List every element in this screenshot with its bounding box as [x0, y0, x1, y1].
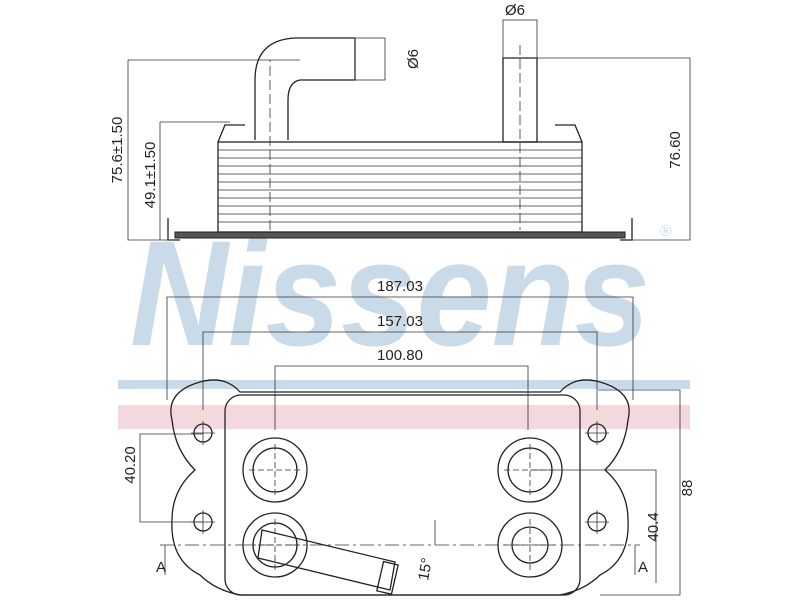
port-vertical: 40.4 [645, 512, 662, 541]
flange-outline [170, 379, 630, 596]
section-marker-left: A [156, 559, 166, 576]
watermark-registered: ® [660, 223, 672, 240]
side-view: Ø6 Ø6 75.6±1.50 49.1±1.50 76.60 [109, 2, 691, 241]
watermark-pink-stripe [118, 405, 690, 429]
overall-height-right: 76.60 [667, 131, 684, 169]
right-pipe-diameter: Ø6 [505, 2, 525, 19]
watermark-blue-stripe [118, 380, 690, 389]
outlet-pipe [257, 529, 396, 591]
cooler-core [217, 141, 583, 233]
left-pipe-diameter: Ø6 [405, 49, 422, 69]
mount-hole-spacing: 157.03 [377, 313, 423, 330]
section-marker-right: A [638, 559, 648, 576]
height-overall: 88 [679, 480, 696, 497]
core-height: 49.1±1.50 [142, 142, 159, 209]
width-overall: 187.03 [377, 278, 423, 295]
port-ring [242, 437, 308, 503]
base-plate [174, 231, 626, 239]
overall-height-left: 75.6±1.50 [109, 117, 126, 184]
mount-hole-vertical: 40.20 [122, 446, 139, 484]
pipe-angle: 15° [415, 557, 436, 582]
top-view: A A 15° 187.03 157.03 100.80 40.20 40.4 … [122, 278, 696, 596]
port-spacing: 100.80 [377, 347, 423, 364]
core-outline [224, 394, 581, 596]
